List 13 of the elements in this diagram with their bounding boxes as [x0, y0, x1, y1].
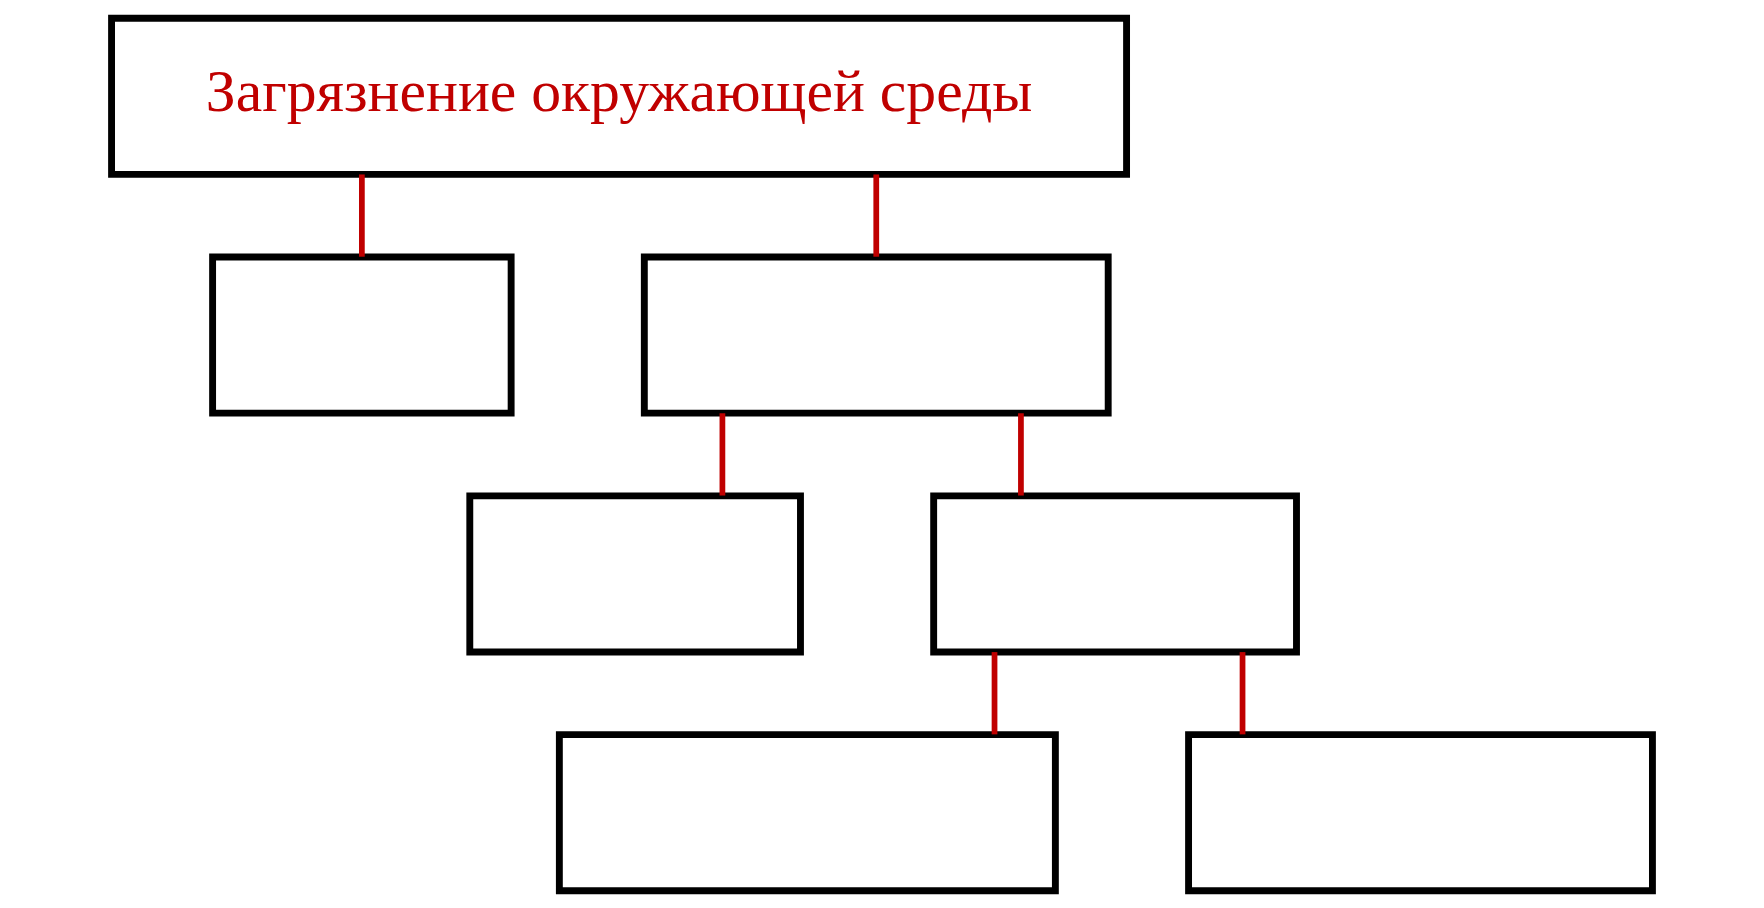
node-box — [930, 491, 1300, 655]
connector — [1018, 412, 1024, 496]
node-box — [640, 253, 1112, 417]
connector — [1239, 651, 1246, 734]
node-box — [1185, 730, 1656, 894]
connector — [873, 173, 880, 257]
connector — [359, 173, 365, 257]
node-box — [555, 730, 1059, 894]
node-box — [466, 491, 804, 655]
connector — [991, 651, 998, 734]
node-box — [209, 253, 515, 417]
node-box: Загрязнение окружающей среды — [108, 14, 1130, 178]
connector — [719, 412, 726, 496]
